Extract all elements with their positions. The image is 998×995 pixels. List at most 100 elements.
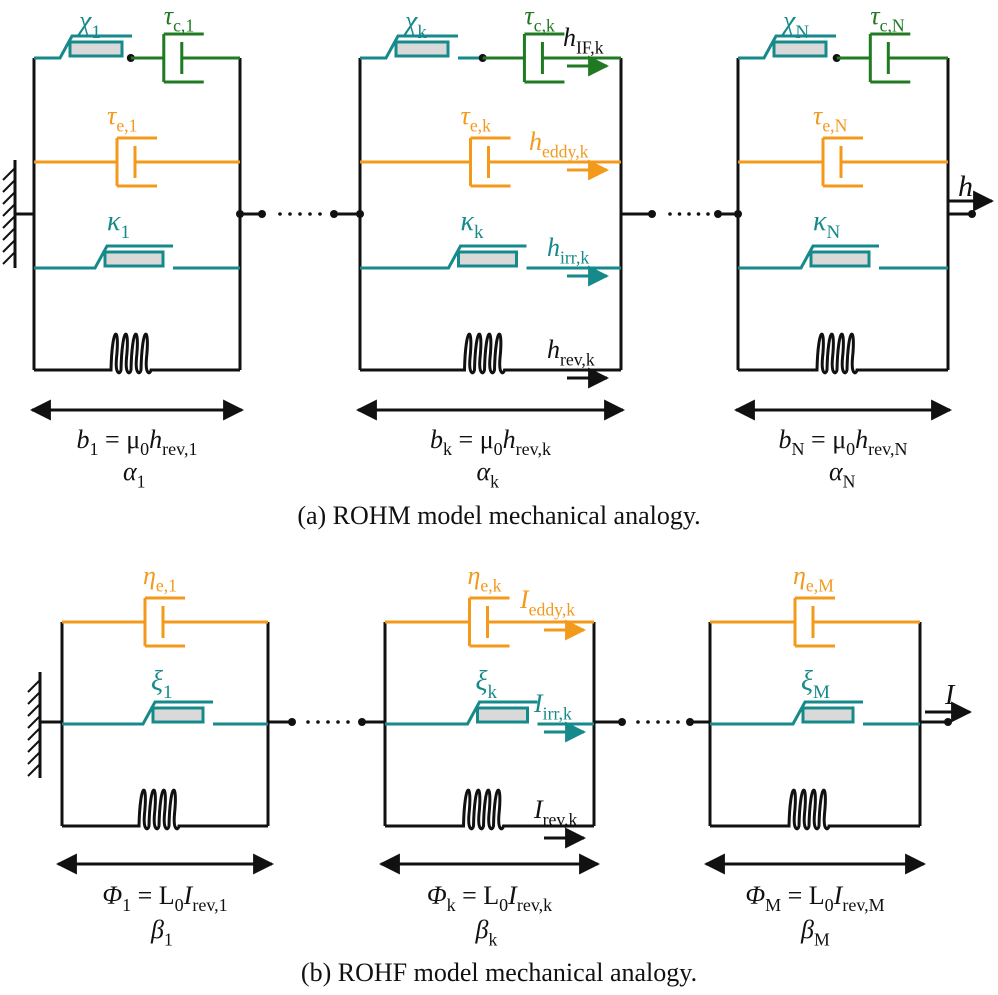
chi-label: χ1 <box>76 6 101 43</box>
i-rev-label: Irev,k <box>533 795 578 829</box>
xi-slider <box>449 700 538 726</box>
beta-label-base: β <box>150 915 164 944</box>
xi-label-base: ξ <box>801 666 813 697</box>
kappa-label: κk <box>461 206 484 243</box>
xi-label: ξ1 <box>151 666 173 703</box>
beta-label-base: β <box>475 915 489 944</box>
tau-c-label-base: τ <box>164 1 175 30</box>
tau-c-dashpot <box>868 32 911 84</box>
caption-rohm: (a) ROHM model mechanical analogy. <box>297 501 700 530</box>
eta-label-sub: e,k <box>480 575 501 595</box>
kappa-slider <box>430 244 527 270</box>
output-arrow-h: h <box>948 170 995 212</box>
fixed-wall-a <box>2 160 34 268</box>
tau-c-label: τc,1 <box>164 1 194 35</box>
eta-label: ηe,M <box>793 561 834 595</box>
eta-dashpot <box>793 596 835 648</box>
caption-rohf: (b) ROHF model mechanical analogy. <box>301 958 697 987</box>
chi-label: χk <box>402 6 427 43</box>
tau-e-label: τe,1 <box>107 101 137 135</box>
chi-slider <box>746 34 836 60</box>
tau-c-label-sub: c,1 <box>173 15 194 35</box>
tau-e-label-base: τ <box>461 101 472 130</box>
chi-label-sub: k <box>417 22 427 43</box>
xi-label: ξM <box>801 666 830 703</box>
eta-label-sub: e,M <box>806 575 834 595</box>
beta-label: βk <box>475 915 498 949</box>
h-irr-label: hirr,k <box>547 233 589 267</box>
h-eddy-label-sub: eddy,k <box>542 141 589 161</box>
h-if-label-base: h <box>563 23 576 52</box>
ellipsis-2 <box>636 720 680 724</box>
beta-label-sub: k <box>488 929 497 949</box>
kappa-slider <box>77 244 173 270</box>
xi-label-base: ξ <box>151 666 163 697</box>
eta-label: ηe,1 <box>143 561 177 595</box>
alpha-label-sub: k <box>490 471 499 491</box>
kappa-label-base: κ <box>461 206 475 237</box>
output-symbol-h: h <box>958 170 973 203</box>
xi-label: ξk <box>476 666 498 703</box>
tau-c-label-sub: c,k <box>534 15 555 35</box>
tau-c-label: τc,k <box>524 1 555 35</box>
rev-spring <box>449 788 530 831</box>
fixed-wall-b <box>27 672 62 778</box>
chi-label-base: χ <box>76 6 92 37</box>
alpha-label: αk <box>477 457 500 491</box>
rohf-cell-1: ηe,1 ξ1 Φ1 = L0Irev,1β1 <box>55 561 275 949</box>
h-irr-label-sub: irr,k <box>560 247 589 267</box>
kappa-label-base: κ <box>107 206 121 237</box>
tau-e-label-sub: e,N <box>822 115 847 135</box>
tau-c-label-base: τ <box>524 1 535 30</box>
output-arrow-i: I <box>925 680 973 723</box>
i-eddy-label-sub: eddy,k <box>529 599 576 619</box>
xi-slider <box>775 700 863 726</box>
tau-e-label-base: τ <box>107 101 118 130</box>
phi-equation: Φ1 = L0Irev,1 <box>102 881 227 915</box>
chi-label-sub: 1 <box>91 22 101 43</box>
tau-c-label: τc,N <box>870 1 905 35</box>
xi-label-sub: M <box>813 682 830 703</box>
h-eddy-label-base: h <box>529 127 542 156</box>
ellipsis-1 <box>278 212 322 216</box>
tau-e-label-sub: e,1 <box>116 115 137 135</box>
alpha-label-base: α <box>477 457 492 486</box>
kappa-label: κ1 <box>107 206 130 243</box>
i-eddy-label: Ieddy,k <box>519 585 575 619</box>
phi-equation: Φk = L0Irev,k <box>427 881 552 915</box>
xi-slider <box>125 700 213 726</box>
h-eddy-label: heddy,k <box>529 127 589 161</box>
eta-label-base: η <box>793 561 806 590</box>
ellipsis-1 <box>306 720 350 724</box>
b-equation: bk = μ0hrev,k <box>430 425 551 459</box>
beta-label-base: β <box>800 915 814 944</box>
alpha-label: α1 <box>123 457 146 491</box>
b-equation: bN = μ0hrev,N <box>779 425 908 459</box>
tau-e-label-sub: e,k <box>470 115 491 135</box>
h-irr-label-base: h <box>547 233 560 262</box>
connector-1-node <box>288 718 296 726</box>
kappa-label-sub: k <box>474 222 484 243</box>
i-rev-label-sub: rev,k <box>543 809 578 829</box>
i-irr-label: Iirr,k <box>533 689 572 723</box>
beta-label: β1 <box>150 915 173 949</box>
xi-label-base: ξ <box>476 666 488 697</box>
eta-label-sub: e,1 <box>156 575 177 595</box>
connector-3-node <box>618 718 626 726</box>
kappa-slider <box>783 244 879 270</box>
chi-slider <box>42 34 132 60</box>
phi-equation: ΦM = L0Irev,M <box>745 881 884 915</box>
connector-3-node <box>648 210 656 218</box>
ellipsis-2 <box>668 212 710 216</box>
eta-label: ηe,k <box>468 561 502 595</box>
xi-label-sub: k <box>488 682 498 703</box>
alpha-label-base: α <box>829 457 844 486</box>
beta-label: βM <box>800 915 830 949</box>
alpha-label-sub: 1 <box>137 471 146 491</box>
